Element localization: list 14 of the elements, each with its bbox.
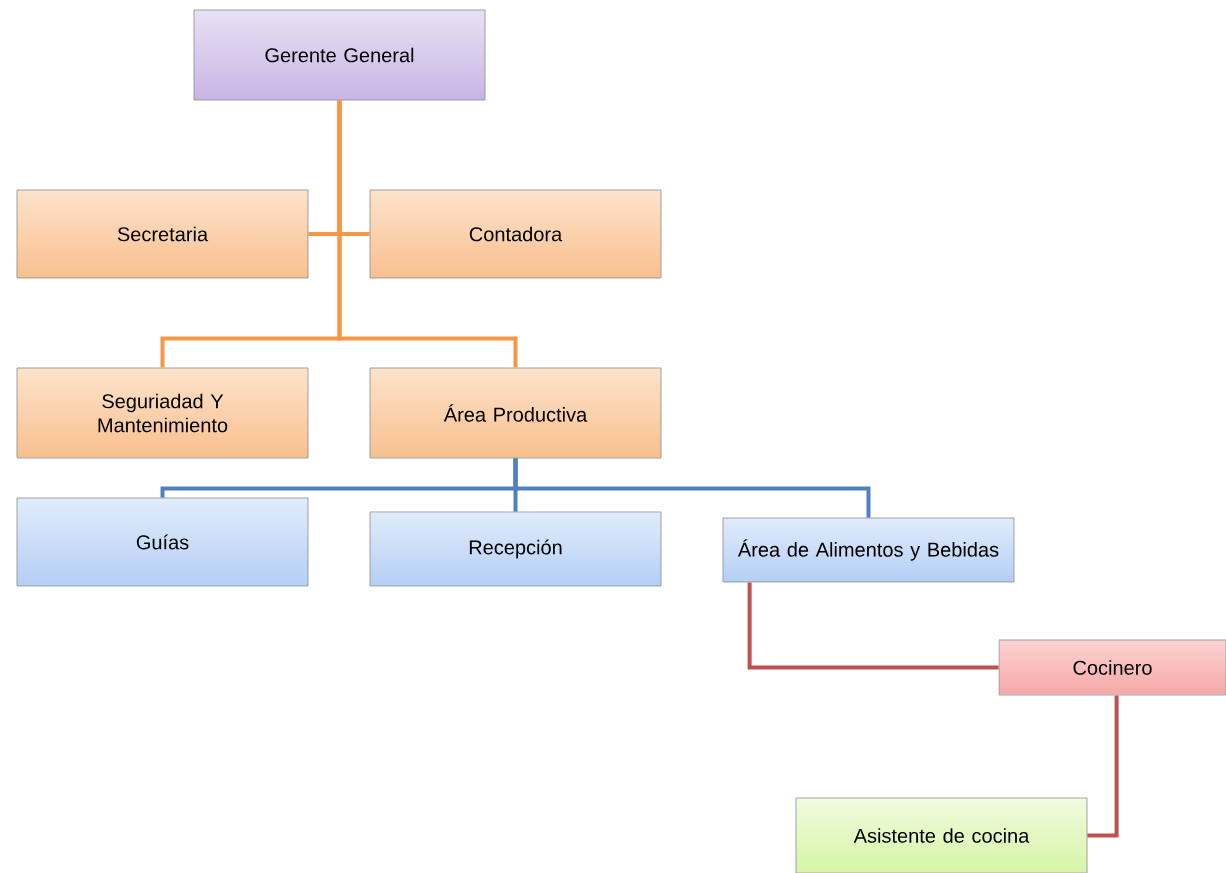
org-box: Guías xyxy=(16,497,309,587)
org-box: Seguriadad Y Mantenimiento xyxy=(16,367,309,459)
org-box: Asistente de cocina xyxy=(795,797,1088,873)
connector-line xyxy=(747,582,999,670)
org-box: Recepción xyxy=(369,511,662,587)
org-box: Área Productiva xyxy=(369,367,662,459)
connector-line xyxy=(513,458,871,518)
connector-line xyxy=(337,100,518,368)
org-box: Área de Alimentos y Bebidas xyxy=(722,517,1015,583)
org-box: Contadora xyxy=(369,189,662,279)
org-box: Gerente General xyxy=(193,9,486,101)
org-box: Secretaria xyxy=(16,189,309,279)
connector-line xyxy=(1087,695,1119,838)
org-box: Cocinero xyxy=(998,639,1226,696)
